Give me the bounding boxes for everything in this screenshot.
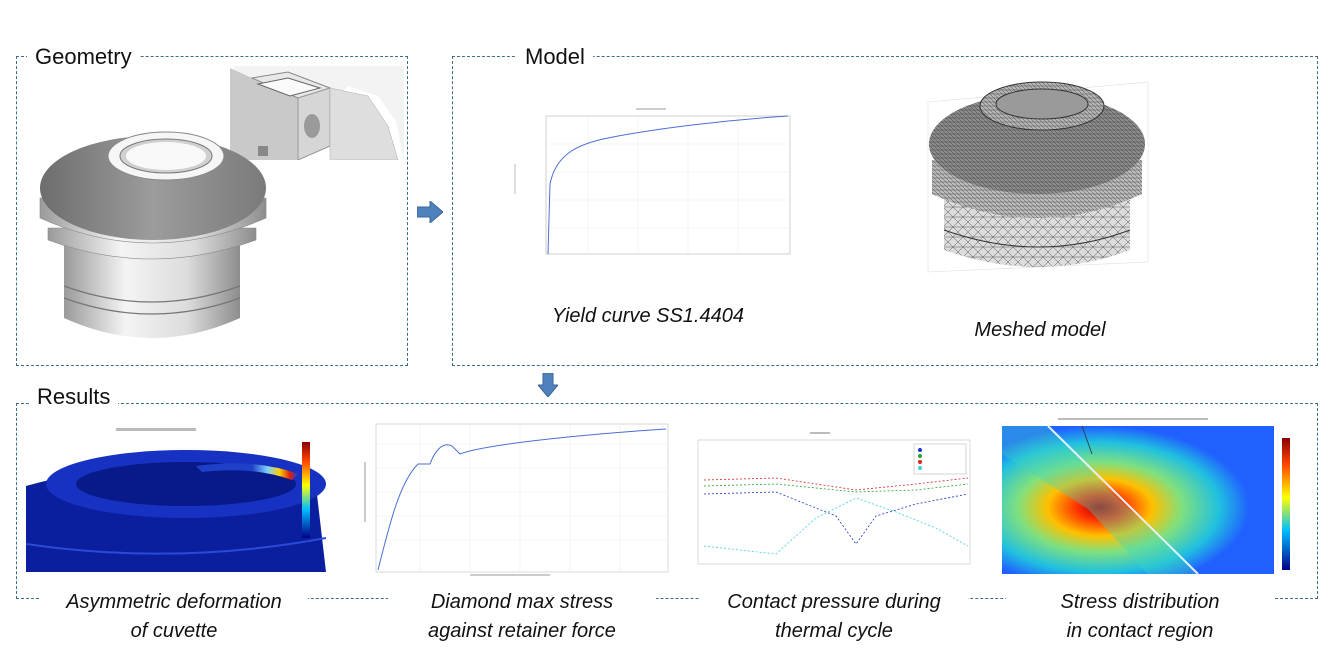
geometry-title: Geometry (27, 44, 140, 70)
stress-distribution-caption-line1: Stress distribution (1006, 588, 1274, 617)
results-panel (16, 403, 1318, 599)
contact-pressure-caption-line2: thermal cycle (700, 617, 968, 646)
stress-distribution-caption-line2: in contact region (1006, 617, 1274, 646)
diamond-stress-caption-line1: Diamond max stress (388, 588, 656, 617)
yield-curve-caption: Yield curve SS1.4404 (530, 302, 766, 331)
contact-pressure-caption-line1: Contact pressure during (700, 588, 968, 617)
arrow-right-icon (417, 201, 443, 223)
cutaway-geometry-image (230, 66, 404, 160)
meshed-model-caption: Meshed model (948, 316, 1132, 345)
yield-curve-image (508, 104, 796, 266)
arrow-down-icon (538, 373, 558, 397)
meshed-model-image (927, 81, 1149, 273)
diamond-stress-plot-image (360, 412, 672, 578)
cuvette-geometry-image (39, 131, 267, 338)
asymmetric-deformation-caption-line2: of cuvette (40, 617, 308, 646)
contact-pressure-plot-image (676, 428, 976, 572)
diamond-stress-caption-line2: against retainer force (388, 617, 656, 646)
geometry-panel (16, 56, 408, 366)
stress-distribution-image (998, 414, 1298, 582)
model-panel (452, 56, 1318, 366)
model-title: Model (517, 44, 593, 70)
asymmetric-deformation-image (26, 426, 326, 572)
results-title: Results (29, 384, 119, 410)
asymmetric-deformation-caption-line1: Asymmetric deformation (40, 588, 308, 617)
